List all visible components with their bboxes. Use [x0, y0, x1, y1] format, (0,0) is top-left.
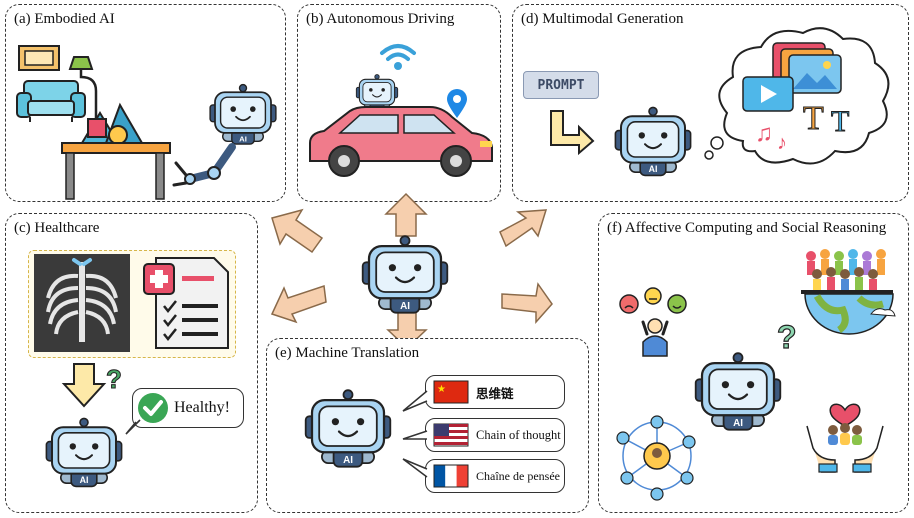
check-icon — [138, 393, 168, 423]
us-flag-icon — [433, 423, 469, 447]
arrow-left-icon — [270, 284, 327, 324]
thought-cloud-icon: T T ♫ ♪ — [704, 27, 890, 165]
medical-report-icon — [143, 257, 229, 349]
bent-arrow-icon — [550, 110, 595, 156]
panel-multimodal-generation: (d) Multimodal Generation PROMPT AI T T … — [512, 4, 909, 202]
robot-icon: AI — [45, 417, 123, 488]
france-flag-icon — [433, 464, 469, 488]
social-network-icon — [616, 415, 696, 501]
panel-title: (e) Machine Translation — [275, 345, 420, 361]
svg-text:?: ? — [106, 364, 122, 394]
panel-affective-computing: (f) Affective Computing and Social Reaso… — [598, 213, 909, 513]
care-hands-icon — [806, 403, 884, 473]
bubble-english: Chain of thought — [425, 418, 565, 452]
arrow-upright-icon — [499, 209, 548, 248]
bubble-french: Chaîne de pensée — [425, 459, 565, 493]
question-mark-icon: ? — [106, 364, 123, 395]
robot-icon: AI — [209, 83, 277, 145]
picture-frame-icon — [18, 45, 60, 71]
svg-text:♫: ♫ — [755, 121, 773, 147]
bubble-tails — [402, 390, 428, 478]
table-icon — [61, 102, 171, 200]
robot-ai-label: AI — [649, 164, 658, 174]
text-english: Chain of thought — [476, 427, 561, 442]
diagnosis-bubble: Healthy! — [132, 388, 244, 428]
robot-icon: AI — [304, 389, 392, 468]
arrow-upleft-icon — [271, 208, 324, 254]
svg-text:♪: ♪ — [777, 132, 787, 154]
panel-title: (f) Affective Computing and Social Reaso… — [607, 220, 887, 236]
panel-embodied-ai: (a) Embodied AI AI — [5, 4, 286, 202]
robot-ai-label: AI — [239, 134, 247, 143]
diagnosis-text: Healthy! — [174, 399, 230, 416]
panel-title: (a) Embodied AI — [14, 11, 115, 27]
sofa-icon — [16, 80, 86, 122]
svg-text:?: ? — [777, 319, 797, 355]
svg-text:T: T — [831, 105, 849, 138]
car-icon — [309, 106, 493, 177]
panel-healthcare: (c) Healthcare ? AI Healthy! — [5, 213, 258, 513]
prompt-label: PROMPT — [537, 77, 585, 93]
down-arrow-icon — [61, 363, 107, 408]
prompt-box: PROMPT — [523, 71, 599, 99]
robot-ai-label: AI — [400, 301, 410, 312]
robot-ai-label: AI — [343, 455, 353, 466]
question-mark-icon: ? — [776, 318, 797, 355]
svg-text:T: T — [803, 100, 824, 137]
bubble-tail — [125, 419, 141, 435]
bubble-chinese: ★ 思维链 — [425, 375, 565, 409]
robot-ai-label: AI — [733, 418, 743, 429]
robot-arm-icon — [172, 143, 236, 187]
crowd-globe-icon — [801, 249, 896, 335]
robot-ai-label: AI — [80, 475, 89, 485]
text-french: Chaîne de pensée — [476, 468, 560, 483]
panel-title: (c) Healthcare — [14, 220, 100, 236]
panel-title: (d) Multimodal Generation — [521, 11, 684, 27]
xray-icon — [34, 254, 130, 352]
text-chinese: 思维链 — [476, 385, 514, 401]
china-flag-icon: ★ — [433, 380, 469, 404]
robot-icon: AI — [694, 352, 782, 431]
emotions-icon — [619, 287, 687, 357]
panel-title: (b) Autonomous Driving — [306, 11, 455, 27]
panel-autonomous-driving: (b) Autonomous Driving — [297, 4, 501, 202]
location-pin-icon — [447, 89, 467, 118]
wifi-icon — [380, 44, 416, 70]
robot-icon: AI — [614, 106, 692, 177]
svg-text:★: ★ — [437, 384, 446, 395]
panel-machine-translation: (e) Machine Translation AI ★ 思维链 Chain o… — [266, 338, 589, 513]
central-robot-icon: AI — [361, 235, 449, 314]
arrow-right-icon — [501, 282, 553, 324]
